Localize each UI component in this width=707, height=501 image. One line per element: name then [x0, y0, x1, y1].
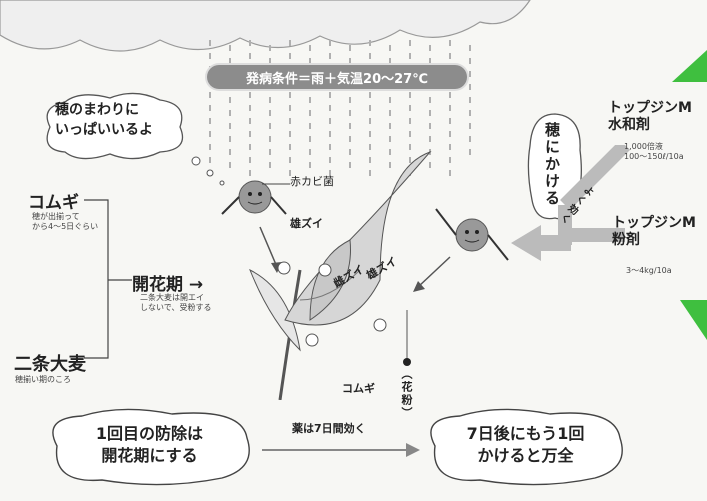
arrow-to-plant-2 — [413, 256, 451, 292]
green-triangle-bottom — [680, 300, 707, 340]
spray-bubble-text: 穂にかける — [543, 122, 561, 207]
speech-bubble-spores — [46, 92, 184, 160]
wheat-plant-illustration — [249, 150, 432, 400]
product-dust-dose: 3〜4kg/10a — [626, 266, 672, 275]
barley-title: 二条大麦 — [14, 354, 86, 375]
seven-day-arrow — [262, 443, 420, 457]
flowering-note: 二条大麦は開エイしないで、受粉する — [140, 293, 212, 312]
cloud-border-decoration — [0, 0, 531, 52]
second-spray-text: 7日後にもう1回かけると万全 — [466, 424, 585, 465]
flowering-arrow: → — [188, 275, 204, 295]
fungus-label: 赤カビ菌 — [290, 175, 334, 188]
disease-condition-banner: 発病条件＝雨＋気温20〜27℃ — [207, 65, 467, 89]
stamen-label: 雄ズイ — [290, 217, 323, 230]
fungus-pointer-line — [262, 183, 290, 185]
green-triangle-top — [672, 50, 707, 82]
spray-arrow — [511, 145, 630, 261]
fungus-spore-icon — [221, 180, 287, 215]
barley-note: 穂揃い期のころ — [15, 375, 71, 384]
rain-illustration — [209, 40, 471, 180]
pollen-label: （花粉） — [400, 368, 413, 420]
timing-bracket — [84, 199, 132, 359]
spore-bubble-text: 穂のまわりに いっぱいいるよ — [55, 102, 153, 138]
second-spray-bubble-shape — [430, 408, 623, 486]
first-spray-text: 1回目の防除は開花期にする — [95, 424, 204, 465]
wheat-note: 穂が出揃ってから4〜5日ぐらい — [32, 212, 99, 231]
wheat-title: コムギ — [28, 193, 79, 213]
seven-day-label: 薬は7日間効く — [292, 422, 366, 435]
fungus-spore-icon-2 — [435, 208, 509, 261]
first-spray-bubble-shape — [52, 408, 250, 486]
bubble-tail-dots — [191, 156, 225, 186]
flowering-title: 開花期 → — [132, 275, 204, 295]
plant-name-label: コムギ — [342, 382, 375, 395]
